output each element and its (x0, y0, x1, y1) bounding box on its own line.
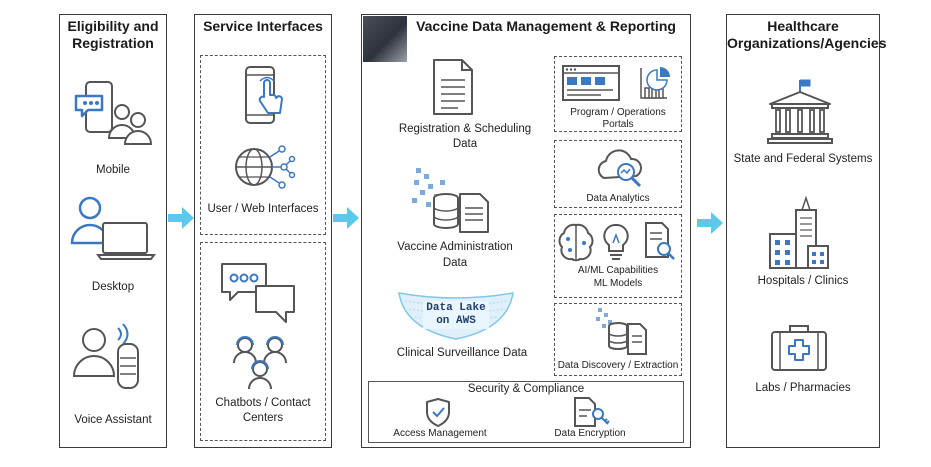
data-documents-icon (412, 168, 489, 233)
hospitals-clinics-label: Hospitals / Clinics (757, 275, 849, 287)
encryption-key-icon (574, 397, 610, 427)
aiml-box (554, 214, 682, 298)
analytics-label: Data Analytics (586, 193, 650, 204)
access-management-label: Access Management (393, 428, 487, 439)
mobile-label: Mobile (96, 164, 130, 176)
mobile-users-icon (74, 81, 153, 145)
voice-assistant-icon (72, 323, 139, 389)
service-title: Service Interfaces (203, 18, 323, 34)
hospital-buildings-icon (769, 195, 829, 269)
data-lake-icon (398, 292, 514, 340)
registration-data-label-line2: Data (452, 138, 478, 150)
chatbots-label-line2: Centers (242, 412, 284, 424)
voice-assistant-label: Voice Assistant (74, 414, 152, 426)
chat-bubbles-icon (221, 263, 295, 323)
web-interfaces-label: User / Web Interfaces (207, 203, 319, 215)
data-lake-text-line2: on AWS (436, 315, 476, 327)
analytics-box (554, 140, 682, 208)
data-discovery-icon (596, 308, 647, 355)
portals-label-line1: Program / Operations (570, 107, 666, 118)
clinical-surveillance-label: Clinical Surveillance Data (396, 347, 528, 359)
discovery-label: Data Discovery / Extraction (557, 360, 679, 371)
vaccine-administration-label-line1: Vaccine Administration (397, 241, 513, 253)
shield-icon (426, 398, 450, 427)
vaccine-title: Vaccine Data Management & Reporting (416, 18, 676, 34)
medical-kit-icon (771, 325, 827, 371)
desktop-user-icon (70, 196, 156, 260)
healthcare-title-line1: Healthcare (767, 18, 839, 34)
aiml-label-line2: ML Models (593, 278, 643, 289)
vaccine-administration-label-line2: Data (442, 257, 468, 269)
state-federal-label: State and Federal Systems (733, 153, 873, 165)
document-icon (433, 59, 473, 115)
data-encryption-label: Data Encryption (554, 428, 626, 439)
registration-data-label-line1: Registration & Scheduling (398, 123, 532, 135)
flow-arrow-2 (333, 207, 359, 229)
healthcare-title-line2: Organizations/Agencies (727, 35, 887, 51)
aiml-label-line1: AI/ML Capabilities (577, 265, 659, 276)
flow-arrow-1 (168, 207, 194, 229)
flow-arrow-3 (697, 212, 723, 234)
security-box (368, 381, 684, 443)
contact-center-icon (233, 336, 287, 390)
chatbots-label-line1: Chatbots / Contact (215, 397, 311, 409)
blurred-overlay (363, 16, 407, 62)
labs-pharmacies-label: Labs / Pharmacies (755, 382, 851, 394)
discovery-box (554, 303, 682, 376)
portal-dashboard-icon (562, 65, 670, 101)
cloud-analytics-icon (597, 149, 642, 188)
chatbots-box (200, 242, 326, 441)
web-interfaces-box (200, 55, 326, 235)
portals-label-line2: Portals (602, 119, 634, 130)
ai-ml-icon (558, 222, 675, 262)
touch-phone-icon (245, 66, 283, 124)
security-title: Security & Compliance (467, 383, 585, 395)
desktop-label: Desktop (91, 281, 135, 293)
eligibility-title-line1: Eligibility and (67, 18, 159, 34)
data-lake-text-line1: Data Lake (426, 302, 486, 314)
globe-network-icon (235, 145, 296, 189)
portals-box (554, 56, 682, 132)
government-building-icon (767, 79, 833, 144)
eligibility-title-line2: Registration (72, 35, 154, 51)
